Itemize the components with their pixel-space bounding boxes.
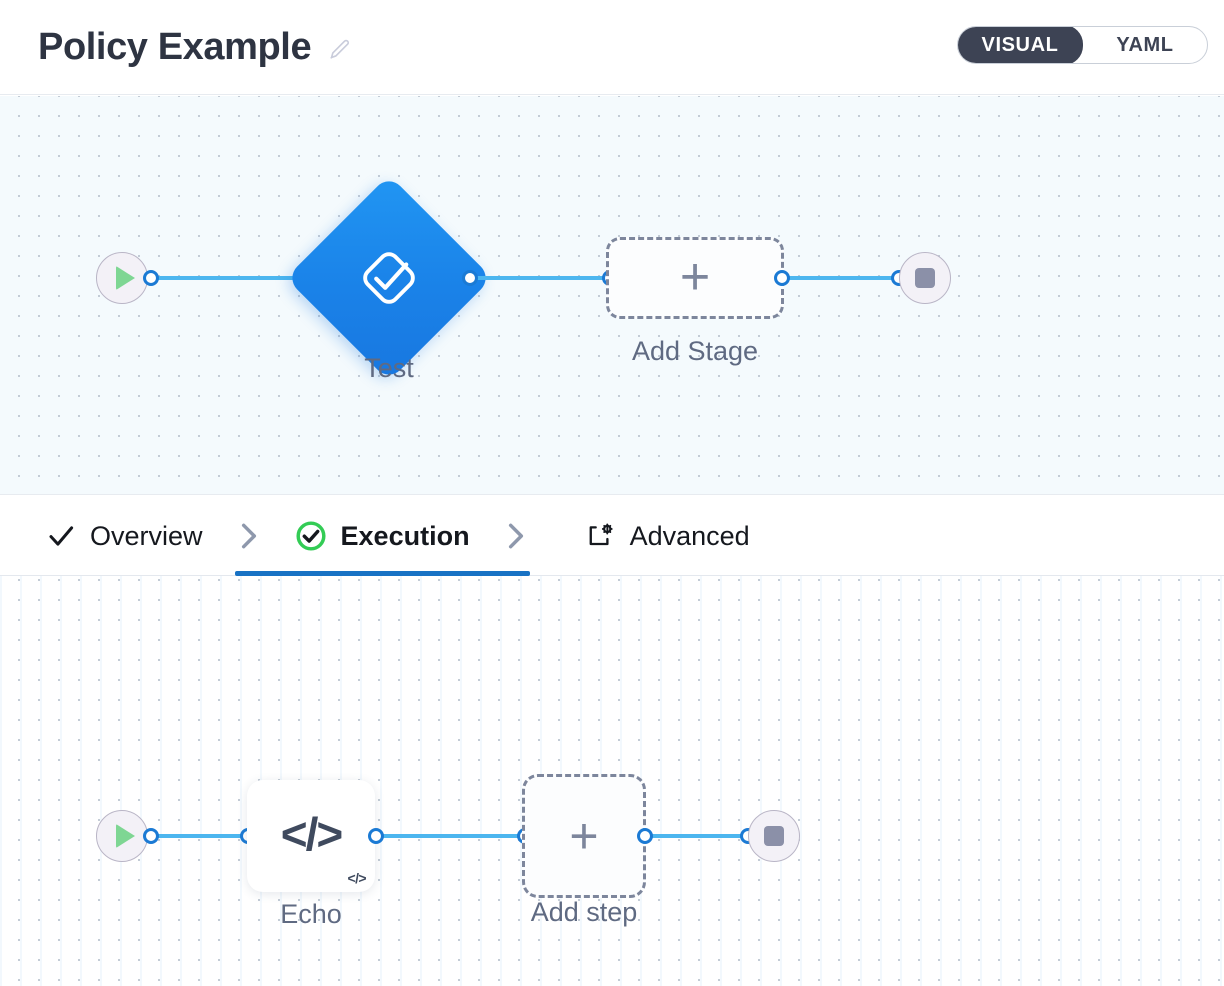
stage-canvas[interactable]: Test + Add Stage — [0, 96, 1224, 495]
tab-advanced[interactable]: Advanced — [582, 496, 752, 576]
add-step-label: Add step — [530, 897, 638, 927]
add-stage-button[interactable]: + — [606, 237, 784, 319]
connector-dot-stage-out[interactable] — [462, 270, 478, 286]
step-start-node[interactable] — [96, 810, 148, 862]
step-card-echo[interactable]: </> </> — [247, 780, 375, 892]
view-mode-toggle[interactable]: VISUAL YAML — [957, 26, 1208, 64]
tab-execution[interactable]: Execution — [234, 496, 530, 576]
page-title: Policy Example — [38, 26, 312, 68]
code-badge-icon: </> — [347, 870, 367, 886]
tab-execution-label: Execution — [340, 520, 470, 551]
plus-icon: + — [569, 808, 599, 864]
end-terminal[interactable] — [899, 252, 951, 304]
edge-addstage-to-end — [782, 276, 906, 280]
chevron-right-icon — [508, 523, 523, 548]
add-step-node[interactable]: + — [522, 774, 646, 898]
plus-icon: + — [679, 248, 711, 307]
end-terminal[interactable] — [748, 810, 800, 862]
add-step-button[interactable]: + — [522, 774, 646, 898]
stop-icon — [915, 268, 935, 288]
code-icon: </> — [280, 808, 343, 860]
chevron-right-icon — [241, 523, 256, 548]
stage-check-icon — [363, 252, 415, 304]
stage-node-test[interactable] — [285, 174, 493, 382]
gear-box-icon — [589, 523, 613, 545]
tab-chevron-1 — [237, 520, 261, 552]
stage-diamond[interactable] — [285, 174, 493, 382]
tab-advanced-label: Advanced — [629, 520, 750, 551]
toggle-visual-option[interactable]: VISUAL — [958, 27, 1083, 63]
toggle-yaml-option[interactable]: YAML — [1116, 33, 1174, 56]
play-icon — [115, 824, 135, 848]
add-stage-node[interactable]: + — [606, 237, 784, 319]
connector-dot-start-out[interactable] — [143, 270, 159, 286]
edge-start-to-echo — [150, 834, 260, 838]
stage-label-test: Test — [364, 353, 414, 383]
step-label-echo: Echo — [280, 899, 342, 929]
tab-overview-label: Overview — [90, 520, 203, 551]
stage-start-node[interactable] — [96, 252, 148, 304]
section-tabbar[interactable]: Overview Execution — [0, 496, 1224, 576]
stage-end-node[interactable] — [899, 252, 951, 304]
connector-dot-addstep-out[interactable] — [637, 828, 653, 844]
connector-dot-start-out[interactable] — [143, 828, 159, 844]
check-icon — [49, 525, 74, 546]
step-canvas[interactable]: </> </> Echo + Add step — [0, 576, 1224, 986]
pencil-icon[interactable] — [327, 36, 353, 62]
edge-stage-to-addstage — [468, 276, 620, 280]
edge-start-to-stage — [150, 276, 320, 280]
edge-addstep-to-end — [645, 834, 757, 838]
title-group: Policy Example — [38, 24, 353, 70]
step-end-node[interactable] — [748, 810, 800, 862]
page-header: Policy Example VISUAL YAML — [0, 0, 1224, 95]
start-terminal[interactable] — [96, 810, 148, 862]
step-node-echo[interactable]: </> </> — [247, 780, 375, 892]
tab-chevron-2 — [504, 520, 528, 552]
stop-icon — [764, 826, 784, 846]
connector-dot-addstage-out[interactable] — [774, 270, 790, 286]
connector-dot-echo-out[interactable] — [368, 828, 384, 844]
check-circle-icon — [295, 520, 326, 551]
tab-overview[interactable]: Overview — [44, 496, 205, 576]
add-stage-label: Add Stage — [631, 336, 759, 366]
start-terminal[interactable] — [96, 252, 148, 304]
play-icon — [115, 266, 135, 290]
edge-echo-to-addstep — [375, 834, 527, 838]
